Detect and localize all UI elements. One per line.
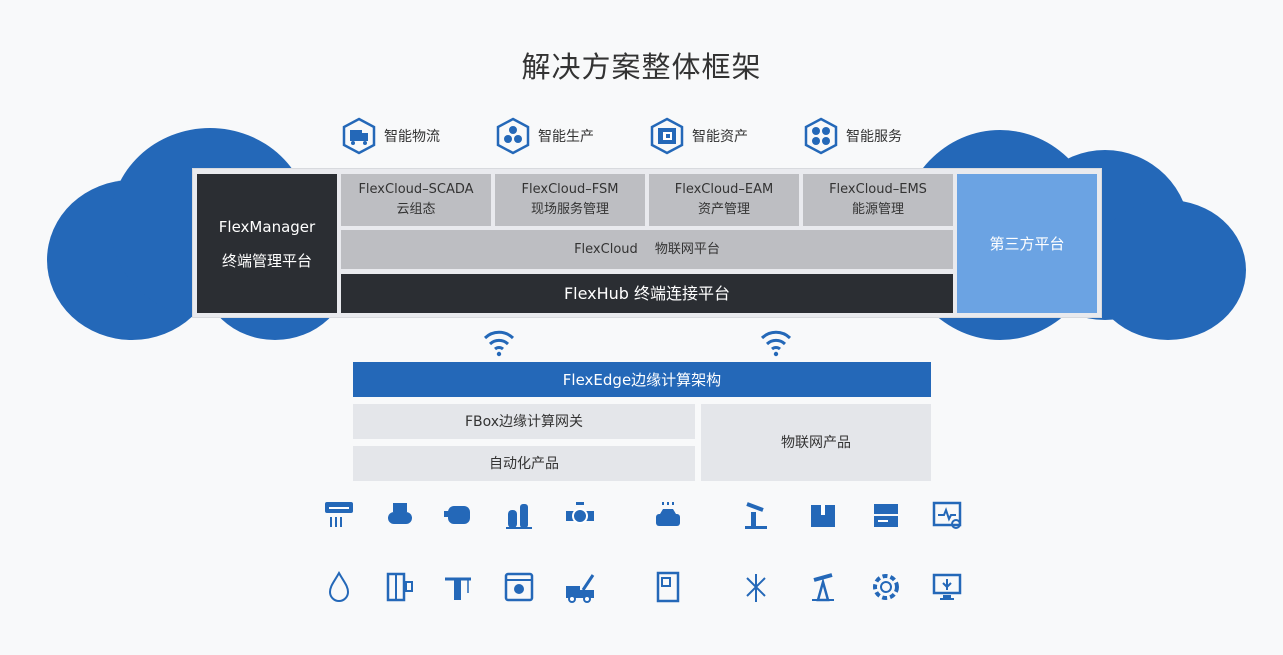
flexhub-platform: FlexHub 终端连接平台	[341, 274, 953, 313]
pump-icon	[444, 506, 470, 524]
door-icon	[656, 571, 680, 603]
crane-truck-icon	[566, 574, 595, 603]
platform-frame: FlexManager 终端管理平台 FlexCloud–SCADA 云组态 Fl…	[192, 168, 1102, 318]
cubes-icon	[496, 117, 530, 155]
iot-products: 物联网产品	[701, 404, 931, 481]
capability-label: 智能物流	[384, 129, 440, 145]
wifi-icon	[760, 330, 792, 357]
module-sub: 能源管理	[851, 202, 904, 217]
wifi-icon	[483, 330, 515, 357]
module-name: FlexCloud–SCADA	[358, 182, 474, 197]
robot-arm-icon	[745, 502, 767, 529]
capability-label: 智能生产	[538, 129, 594, 145]
capability-label: 智能服务	[846, 129, 902, 145]
elevator-icon	[386, 572, 413, 602]
capability-logistics: 智能物流	[340, 117, 440, 155]
car-wash-icon	[656, 502, 680, 526]
freezer-icon	[504, 572, 534, 602]
flexmanager-box: FlexManager 终端管理平台	[197, 174, 337, 313]
module-ems: FlexCloud–EMS 能源管理	[803, 174, 953, 226]
truck-icon	[342, 117, 376, 155]
module-scada: FlexCloud–SCADA 云组态	[341, 174, 491, 226]
agriculture-monitor-icon	[932, 573, 962, 600]
module-sub: 云组态	[396, 202, 436, 217]
flexmanager-sub: 终端管理平台	[221, 251, 312, 270]
air-conditioner-icon	[325, 502, 353, 527]
automation-products: 自动化产品	[353, 446, 695, 481]
capability-service: 智能服务	[802, 117, 902, 155]
flexmanager-name: FlexManager	[218, 217, 316, 236]
capability-asset: 智能资产	[648, 117, 748, 155]
tank-icon	[506, 504, 532, 529]
power-line-icon	[746, 574, 766, 602]
flexcloud-platform: FlexCloud 物联网平台	[341, 230, 953, 269]
service-icon	[804, 117, 838, 155]
module-eam: FlexCloud–EAM 资产管理	[649, 174, 799, 226]
package-icon	[811, 505, 835, 527]
module-fsm: FlexCloud–FSM 现场服务管理	[495, 174, 645, 226]
oil-pump-icon	[812, 573, 834, 602]
third-party-platform: 第三方平台	[957, 174, 1097, 313]
monitor-icon	[932, 501, 962, 529]
wallet-icon	[650, 117, 684, 155]
module-sub: 现场服务管理	[530, 202, 609, 217]
tower-crane-icon	[445, 577, 471, 600]
module-name: FlexCloud–EMS	[829, 182, 927, 197]
capability-label: 智能资产	[692, 129, 748, 145]
capability-production: 智能生产	[494, 117, 594, 155]
flexedge-bar: FlexEdge边缘计算架构	[353, 362, 931, 397]
machine-icon	[874, 504, 898, 527]
page-title: 解决方案整体框架	[521, 50, 762, 84]
fbox-gateway: FBox边缘计算网关	[353, 404, 695, 439]
valve-icon	[566, 502, 594, 524]
module-name: FlexCloud–FSM	[521, 182, 619, 197]
module-name: FlexCloud–EAM	[674, 182, 774, 197]
gear-icon	[873, 574, 899, 600]
water-drop-icon	[328, 570, 350, 602]
module-sub: 资产管理	[697, 202, 750, 217]
air-compressor-icon	[388, 503, 412, 524]
